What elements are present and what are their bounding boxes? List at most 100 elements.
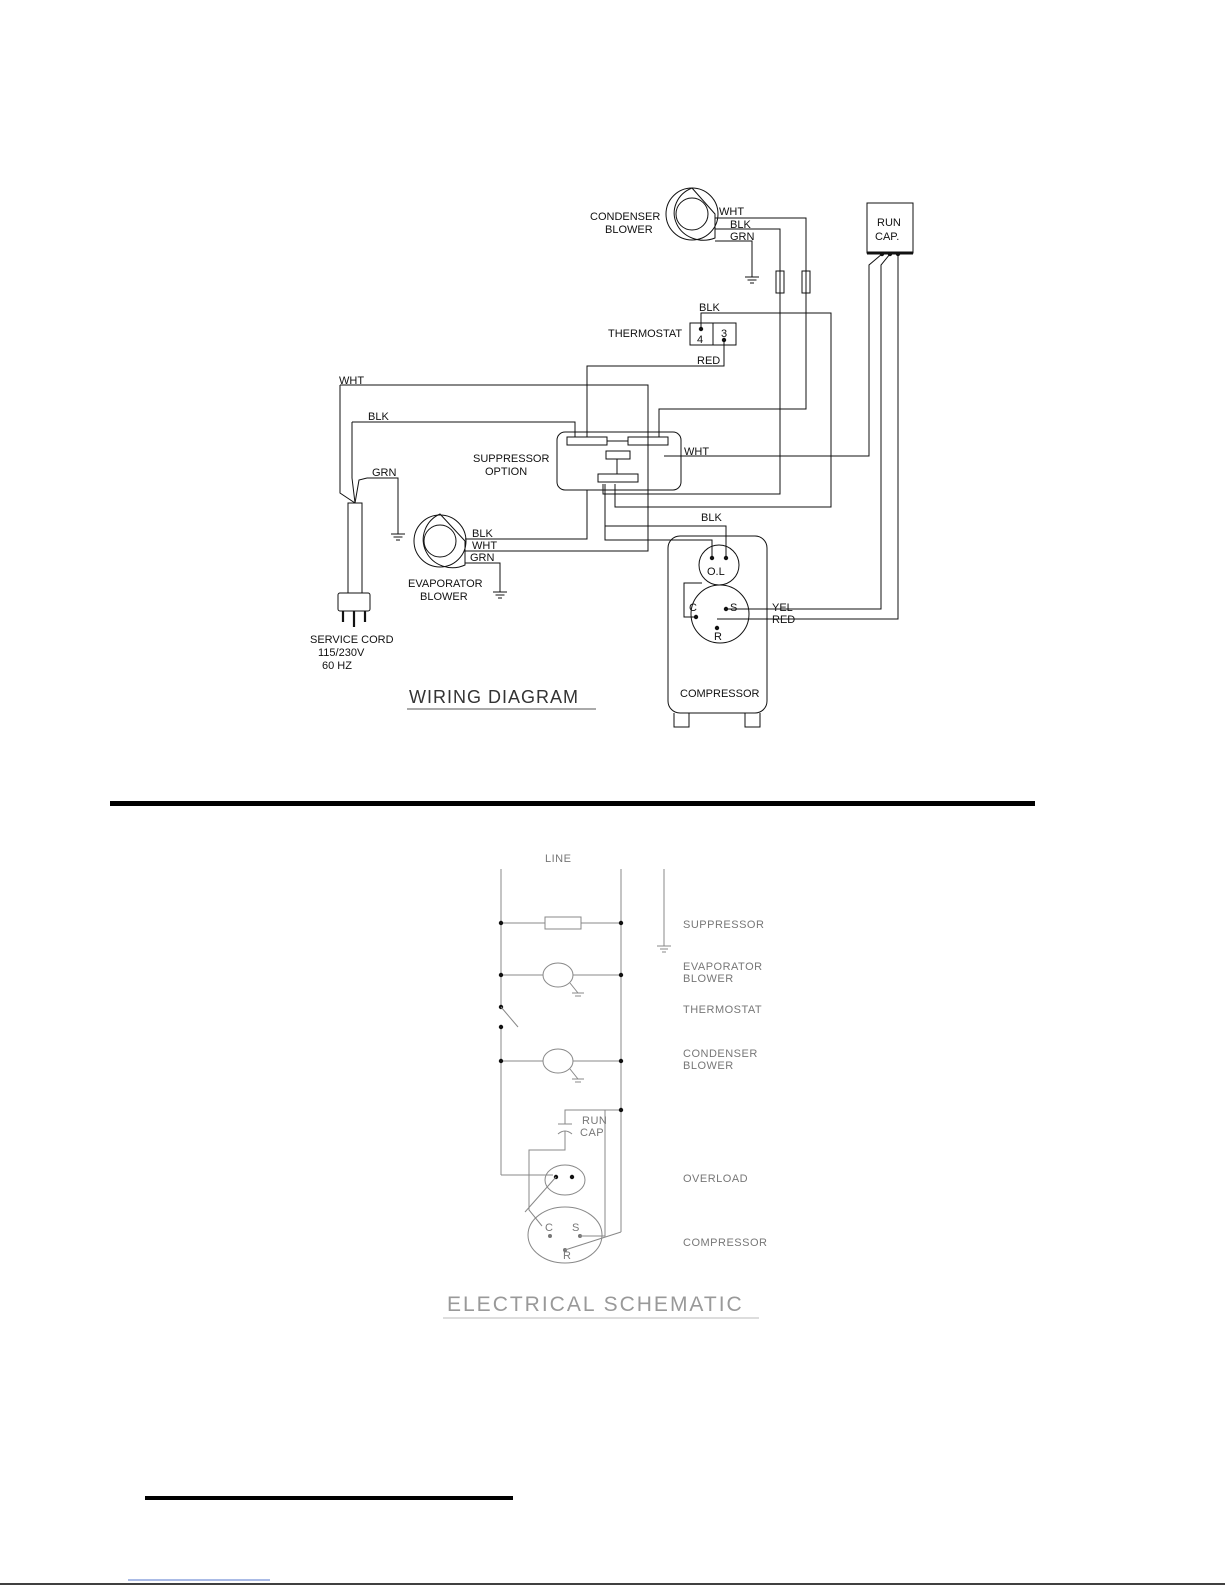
evaporator-blower-housing [422, 513, 466, 569]
wire-thermo-red [586, 340, 725, 437]
compressor-symbol [527, 1206, 603, 1264]
wire-label-cord-grn: GRN [372, 467, 397, 479]
wire-cond-wht [658, 217, 807, 437]
condenser-blower-label-2: BLOWER [605, 224, 653, 236]
thermostat-terminal-3: 3 [721, 328, 727, 340]
wire-label-comp-yel: YEL [772, 602, 793, 614]
wire-label-cord-wht: WHT [339, 375, 364, 387]
overload-protector [698, 544, 740, 586]
wire-thermo-blk [614, 312, 832, 508]
wire-cord-grn [367, 477, 399, 522]
wire-label-comp-blk: BLK [701, 512, 722, 524]
thermostat-label: THERMOSTAT [608, 328, 682, 340]
compressor-terminals [690, 584, 750, 644]
condenser-blower-label-1: CONDENSER [590, 211, 660, 223]
overload-label: O.L [707, 566, 725, 578]
wire-comp-red [717, 254, 899, 620]
wire-label-evap-grn: GRN [470, 552, 495, 564]
section-divider [110, 801, 1035, 806]
electrical-schematic: LINE SUPPRESSOR EVAPORATOR BLOWER THERMO… [443, 853, 767, 1319]
wire-label-supp-wht: WHT [684, 446, 709, 458]
schematic-terminal-c: C [545, 1222, 553, 1234]
suppressor-resistor-symbol [544, 916, 582, 930]
suppressor-option: SUPPRESSOR OPTION [473, 431, 682, 491]
wire-evap-grn [465, 562, 501, 580]
suppressor-resistor [605, 450, 631, 460]
wire-label-thermo-red: RED [697, 355, 720, 367]
electrical-schematic-title: ELECTRICAL SCHEMATIC [447, 1293, 744, 1316]
overload-symbol [544, 1164, 586, 1196]
cord-jacket [347, 502, 363, 594]
wire-cord-blk [352, 421, 576, 437]
evaporator-blower-fan-icon [423, 524, 457, 558]
footer-rule [145, 1496, 513, 1500]
schematic-evaporator-label-1: EVAPORATOR [683, 961, 763, 973]
wire-cond-blk [602, 228, 781, 495]
evaporator-blower: EVAPORATOR BLOWER [408, 513, 483, 603]
schematic-evaporator-label-2: BLOWER [683, 973, 734, 985]
compressor-terminal-r: R [714, 631, 722, 643]
wire-label-cond-grn: GRN [730, 231, 755, 243]
wire-label-evap-wht: WHT [472, 540, 497, 552]
suppressor-label-2: OPTION [485, 466, 527, 478]
wire-label-cond-wht: WHT [719, 206, 744, 218]
wire-label-thermo-blk: BLK [699, 302, 720, 314]
schematic-terminal-s: S [572, 1222, 580, 1234]
schematic-terminal-r: R [563, 1250, 571, 1262]
run-capacitor: RUN CAP. [866, 202, 914, 257]
schematic-suppressor-label: SUPPRESSOR [683, 919, 764, 931]
compressor-label: COMPRESSOR [680, 688, 760, 700]
connector-2 [801, 270, 811, 294]
schematic-ground-icon [657, 869, 671, 953]
wire-cond-grn [715, 240, 753, 265]
run-cap-label-2: CAP. [875, 231, 899, 243]
schematic-run-cap-label-1: RUN [582, 1115, 607, 1127]
wiring-diagram: CONDENSER BLOWER WHT BLK GRN RUN CAP. WH… [310, 187, 914, 728]
service-cord: SERVICE CORD 115/230V 60 HZ [310, 385, 394, 672]
wire-label-cord-blk: BLK [368, 411, 389, 423]
terminal-block-3 [597, 473, 639, 483]
wire-comp-yel [726, 253, 891, 610]
suppressor-label-1: SUPPRESSOR [473, 453, 549, 465]
service-cord-label-1: SERVICE CORD [310, 634, 394, 646]
evaporator-motor-symbol [542, 962, 574, 988]
condenser-blower: CONDENSER BLOWER [590, 187, 719, 241]
line-label: LINE [545, 853, 571, 865]
wire-evap-blk [465, 490, 588, 540]
evaporator-ground-icon [492, 579, 508, 599]
wire-cord-wht [340, 384, 649, 552]
wire-label-evap-blk: BLK [472, 528, 493, 540]
condenser-motor-symbol [542, 1048, 574, 1074]
compressor-terminal-s: S [730, 602, 737, 614]
condenser-ground-icon [744, 264, 760, 284]
schematic-condenser-label-1: CONDENSER [683, 1048, 758, 1060]
wire-label-cond-blk: BLK [730, 219, 751, 231]
service-cord-label-3: 60 HZ [322, 660, 352, 672]
service-cord-label-2: 115/230V [318, 647, 365, 659]
thermostat-terminal-4: 4 [697, 334, 703, 346]
connector-1 [775, 270, 785, 294]
cord-ground-icon [390, 521, 406, 541]
schematic-run-cap-label-2: CAP [580, 1127, 604, 1139]
compressor-terminal-c: C [689, 602, 697, 614]
condenser-blower-housing [673, 187, 716, 241]
plug-body [337, 592, 371, 612]
schematic-condenser-label-2: BLOWER [683, 1060, 734, 1072]
wire-supp-wht [664, 253, 883, 457]
wire-comp-blk [605, 525, 727, 558]
wire-label-comp-red: RED [772, 614, 795, 626]
condenser-blower-fan-icon [675, 197, 709, 231]
evaporator-blower-label-2: BLOWER [420, 591, 468, 603]
schematic-thermostat-label: THERMOSTAT [683, 1004, 762, 1016]
wire-comp-blk-lead [604, 484, 713, 558]
schematic-overload-label: OVERLOAD [683, 1173, 748, 1185]
run-cap-label-1: RUN [877, 217, 901, 229]
thermostat: THERMOSTAT 4 3 [608, 322, 737, 346]
thermostat-switch-symbol [500, 1006, 519, 1028]
wiring-diagram-title: WIRING DIAGRAM [409, 687, 579, 707]
evaporator-blower-label-1: EVAPORATOR [408, 578, 483, 590]
compressor: O.L C S R COMPRESSOR [604, 484, 768, 728]
schematic-compressor-label: COMPRESSOR [683, 1237, 767, 1249]
